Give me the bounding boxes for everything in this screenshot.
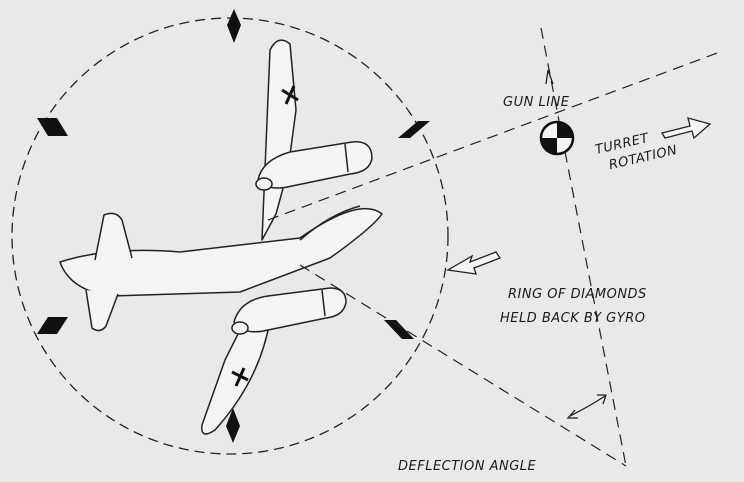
diamond-ring	[37, 9, 430, 443]
balkenkreuz-icon	[281, 85, 299, 105]
tail-fin	[94, 212, 133, 261]
deflection-angle-arc	[569, 395, 606, 417]
lower-engine-nacelle	[233, 287, 347, 333]
reticle-diamond-icon	[226, 408, 240, 443]
twin-engine-jet-aircraft-icon	[59, 39, 383, 435]
upper-wing	[261, 39, 297, 241]
sight-line	[267, 51, 721, 221]
upper-engine-intake	[255, 177, 273, 191]
dashed-construction-lines	[267, 27, 721, 467]
gun-line-arrow-icon	[545, 69, 554, 85]
turret-rotation-arrow-icon	[660, 117, 712, 140]
lower-wing	[201, 319, 271, 435]
reticle-diamond-icon	[384, 320, 414, 339]
canopy-line	[299, 205, 361, 241]
tailplane	[85, 289, 119, 332]
balkenkreuz-icon	[231, 367, 249, 387]
gun-line-axis	[540, 27, 627, 467]
ring-held-back-arrow-icon	[446, 251, 501, 275]
reticle-ring	[11, 17, 449, 455]
upper-engine-nacelle	[257, 141, 373, 189]
reticle-diamond-icon	[398, 121, 430, 138]
reticle-diamond-icon	[37, 118, 68, 136]
deflection-angle-label: DEFLECTION ANGLE	[398, 459, 537, 474]
ring-label-line1: RING OF DIAMONDS	[508, 287, 647, 302]
arc-arrow-icon	[566, 409, 578, 419]
turret-quartered-circle-icon	[539, 120, 575, 156]
gun-line-label: GUN LINE	[503, 95, 570, 110]
reticle-diamond-icon	[227, 9, 241, 43]
reticle-diamond-icon	[37, 317, 68, 334]
lower-engine-ring	[321, 289, 326, 317]
upper-engine-ring	[344, 143, 349, 173]
arc-arrow-icon	[597, 394, 607, 405]
ring-label-line2: HELD BACK BY GYRO	[500, 311, 645, 326]
deflection-line	[299, 264, 627, 467]
lower-engine-intake	[231, 321, 249, 335]
